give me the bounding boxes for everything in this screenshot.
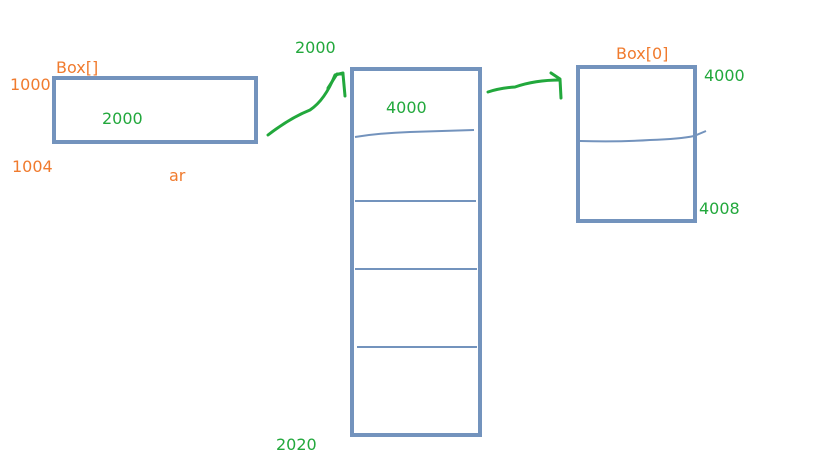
box0-end-address: 4008 bbox=[699, 199, 740, 218]
ar-reference-box bbox=[52, 76, 258, 144]
array-start-address: 2000 bbox=[295, 38, 336, 57]
array-first-slot-value: 4000 bbox=[386, 98, 427, 117]
ar-end-address: 1004 bbox=[12, 157, 53, 176]
ar-start-address: 1000 bbox=[10, 75, 51, 94]
array-block bbox=[350, 67, 482, 437]
ar-type-label: Box[] bbox=[56, 58, 99, 77]
box0-object-block bbox=[576, 65, 697, 223]
box0-type-label: Box[0] bbox=[616, 44, 669, 63]
box0-field-divider bbox=[579, 130, 707, 143]
arrow-array-to-box0-head bbox=[549, 71, 563, 100]
arrow-ar-to-array-head bbox=[326, 72, 347, 98]
ar-stored-value: 2000 bbox=[102, 109, 143, 128]
box0-start-address: 4000 bbox=[704, 66, 745, 85]
ar-variable-name: ar bbox=[169, 166, 186, 185]
array-slot-divider bbox=[354, 129, 475, 138]
array-end-address: 2020 bbox=[276, 435, 317, 454]
arrow-array-to-box0 bbox=[486, 78, 562, 94]
